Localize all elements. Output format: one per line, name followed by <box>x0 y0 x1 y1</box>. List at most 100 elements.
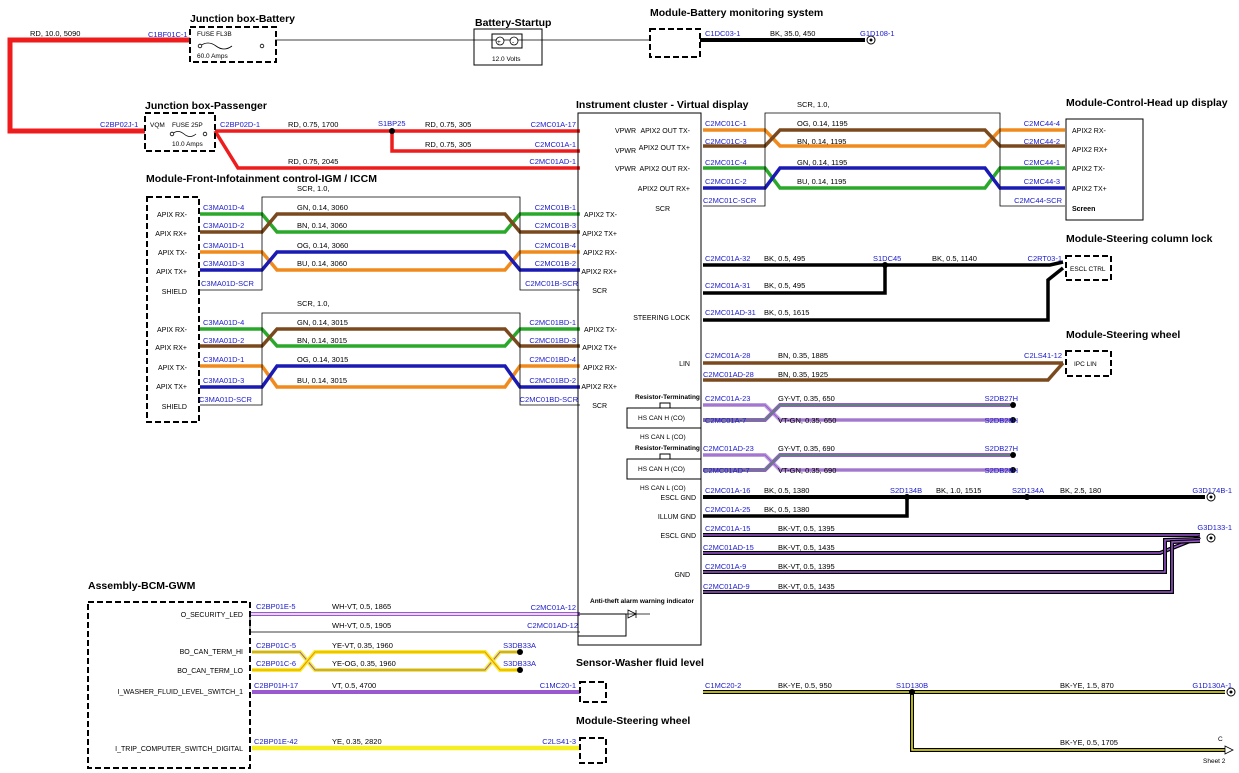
wire-bu-3060[interactable] <box>200 250 580 272</box>
wire-rd-305b[interactable] <box>390 131 580 153</box>
conn-g3d174b1: G3D174B-1 <box>1192 486 1232 495</box>
wire-gn-1195[interactable] <box>703 166 1065 190</box>
ipc-pin-arxp: APIX2 RX+ <box>581 269 617 276</box>
anti-theft-label: Anti-theft alarm warning indicator <box>590 598 694 605</box>
conn-s3db33a1: S3DB33A <box>503 641 536 650</box>
wire-bn-3060[interactable] <box>200 212 580 234</box>
wire-rd-5090[interactable] <box>7 37 190 134</box>
wire-scr-a[interactable] <box>200 196 580 291</box>
label-bn-3060: BN, 0.14, 3060 <box>297 221 347 230</box>
wire-rd-2045[interactable] <box>213 130 580 170</box>
conn-c2mc01bd2: C2MC01BD-2 <box>529 376 576 385</box>
hud-pin-screen: Screen <box>1072 206 1095 213</box>
conn-c2bp01c6: C2BP01C-6 <box>256 659 296 668</box>
conn-s2d134a: S2D134A <box>1012 486 1044 495</box>
sw2-box <box>579 737 607 764</box>
label-og-1195: OG, 0.14, 1195 <box>797 119 848 128</box>
fic-pin-b1: APIX RX- <box>157 327 188 334</box>
title-scl: Module-Steering column lock <box>1066 233 1213 245</box>
conn-c3ma01d3: C3MA01D-3 <box>203 259 244 268</box>
conn-c3ma01d4: C3MA01D-4 <box>203 203 244 212</box>
fic-pin-b3: APIX TX- <box>158 365 188 372</box>
fic-box <box>146 196 200 423</box>
wire-vtgn-690-core <box>703 454 1010 471</box>
wire-bkvt-1435b-v <box>703 540 1201 593</box>
conn-c2mc01c2: C2MC01C-2 <box>705 177 747 186</box>
conn-c2mc01a16: C2MC01A-16 <box>705 486 750 495</box>
sheet-label: Sheet 2 <box>1203 758 1226 765</box>
conn-c2bp01h17: C2BP01H-17 <box>254 681 298 690</box>
ipc-pin-tx1p: APIX2 OUT TX+ <box>639 145 690 152</box>
label-rd-2045: RD, 0.75, 2045 <box>288 157 338 166</box>
wire-bkvt-1395b-v <box>703 538 1201 573</box>
bms-box <box>649 28 701 58</box>
conn-c1dc031: C1DC03-1 <box>705 29 740 38</box>
wire-bu-1195[interactable] <box>703 166 1065 190</box>
fuse-25p-symbol <box>171 131 197 137</box>
resistor-2 <box>659 453 671 460</box>
title-jb-passenger: Junction box-Passenger <box>145 100 267 112</box>
wire-og-3015[interactable] <box>200 364 580 389</box>
label-gn-3060: GN, 0.14, 3060 <box>297 203 348 212</box>
wire-gyvt-650[interactable] <box>703 403 1010 422</box>
wire-bk-1615[interactable] <box>703 266 1065 322</box>
jb-battery-box <box>189 26 277 63</box>
label-whvt-1905: WH-VT, 0.5, 1905 <box>332 621 391 630</box>
wire-gn-3015[interactable] <box>200 327 580 348</box>
label-bn-1885: BN, 0.35, 1885 <box>778 351 828 360</box>
label-gyvt-650: GY-VT, 0.35, 650 <box>778 394 835 403</box>
wire-bk-495a[interactable] <box>703 260 1064 267</box>
label-rd-305a: RD, 0.75, 305 <box>425 120 471 129</box>
wire-og-3060[interactable] <box>200 250 580 272</box>
title-sw2: Module-Steering wheel <box>576 715 690 727</box>
svg-text:-: - <box>512 39 514 46</box>
label-bkye-1705: BK-YE, 0.5, 1705 <box>1060 738 1118 747</box>
wire-bk-495b[interactable] <box>703 265 887 295</box>
ipc-pin-vpwr3: VPWR <box>615 166 636 173</box>
hs-can-h-2: HS CAN H (CO) <box>638 466 685 473</box>
ipc-pin-arx: APIX2 RX- <box>583 250 618 257</box>
fuse-fl3b-label: FUSE FL3B <box>197 31 232 38</box>
conn-c2mc01a23: C2MC01A-23 <box>705 394 750 403</box>
wire-og-1195[interactable] <box>703 128 1065 148</box>
conn-s2d134b: S2D134B <box>890 486 922 495</box>
label-bn-1195: BN, 0.14, 1195 <box>797 137 846 146</box>
wire-gn-3060[interactable] <box>200 212 580 234</box>
battery-symbol <box>491 33 523 49</box>
label-bkvt-1435b: BK-VT, 0.5, 1435 <box>778 582 835 591</box>
wire-bn-1195[interactable] <box>703 128 1065 148</box>
wire-bk-1380b[interactable] <box>703 497 909 518</box>
conn-c2ls413: C2LS41-3 <box>542 737 576 746</box>
conn-c2mc01a31: C2MC01A-31 <box>705 281 750 290</box>
label-bk-495a: BK, 0.5, 495 <box>764 254 805 263</box>
scl-box <box>1065 255 1112 281</box>
fuse-60-label: 60.0 Amps <box>197 53 228 60</box>
wire-bn-1925[interactable] <box>703 361 1065 382</box>
fic-pin-a1: APIX RX- <box>157 212 188 219</box>
fic-pin-a3: APIX TX- <box>158 250 188 257</box>
wire-vtgn-650[interactable] <box>703 403 1010 422</box>
label-vt-4700: VT, 0.5, 4700 <box>332 681 376 690</box>
wire-bu-3015[interactable] <box>200 364 580 389</box>
conn-c2mc01a9: C2MC01A-9 <box>705 562 746 571</box>
wire-scr-b[interactable] <box>200 312 580 406</box>
bcm-box <box>87 601 251 769</box>
label-bkvt-1395a: BK-VT, 0.5, 1395 <box>778 524 835 533</box>
conn-c2bp01e42: C2BP01E-42 <box>254 737 298 746</box>
label-bkvt-1435a: BK-VT, 0.5, 1435 <box>778 543 835 552</box>
ipc-pin-bscr: SCR <box>592 403 607 410</box>
conn-c2mc01ad7: C2MC01AD-7 <box>703 466 750 475</box>
wire-scr-hud[interactable] <box>703 112 1065 207</box>
wire-gyvt-650-core <box>703 404 1010 421</box>
conn-c3ma01d2b: C3MA01D-2 <box>203 336 244 345</box>
title-bms: Module-Battery monitoring system <box>650 7 823 19</box>
splice-dots <box>389 128 1030 695</box>
conn-c1mc202: C1MC20-2 <box>705 681 741 690</box>
conn-c2mc01a25: C2MC01A-25 <box>705 505 750 514</box>
volts-label: 12.0 Volts <box>492 56 521 63</box>
wire-bn-3015[interactable] <box>200 327 580 348</box>
ipc-pin-illum-gnd: ILLUM GND <box>658 514 696 521</box>
bcm-pin-p4: I_WASHER_FLUID_LEVEL_SWITCH_1 <box>118 689 243 696</box>
conn-c1bf01c1: C1BF01C-1 <box>148 30 188 39</box>
